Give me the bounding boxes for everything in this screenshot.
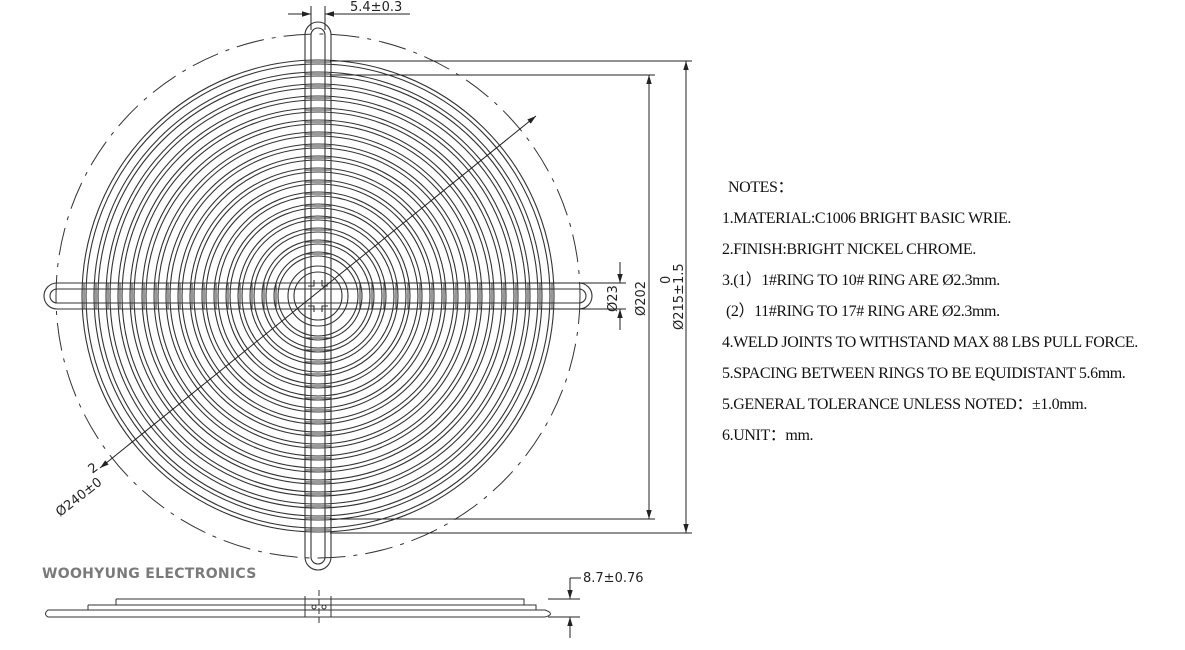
mount-diameter-tolerance: 2 [86,460,102,477]
guard-ring [129,107,507,485]
guard-ring [133,111,503,481]
depth-label: 8.7±0.76 [583,571,644,586]
guard-ring [141,119,495,473]
notes-title: NOTES： [728,179,794,196]
note-item: 4.WELD JOINTS TO WITHSTAND MAX 88 LBS PU… [722,334,1138,351]
note-item: 5.GENERAL TOLERANCE UNLESS NOTED：±1.0mm. [722,396,1087,413]
mounting-circle [55,33,581,559]
guard-ring [97,75,539,517]
guard-ring [145,123,491,469]
guard-ring [265,243,371,349]
extension-lines [330,60,692,534]
company-name: WOOHYUNG ELECTRONICS [42,566,257,582]
mount-diameter-label: Ø240±0 [53,475,105,520]
guard-ring [273,251,363,341]
guard-ring [217,195,419,397]
guard-ring [201,179,435,413]
guard-ring [241,219,395,373]
guard-ring [181,159,455,433]
note-item: (2）11#RING TO 17# RING ARE Ø2.3mm. [726,303,1000,320]
guard-ring [277,255,359,337]
guard-ring [109,87,527,505]
guard-ring [165,143,471,449]
outer-diameter-label: Ø215±1.5 [672,263,687,330]
guard-ring [153,131,483,461]
guard-ring [249,227,387,365]
note-item: 3.(1）1#RING TO 10# RING ARE Ø2.3mm. [722,272,1000,289]
guard-ring [93,71,543,521]
hub-diameter-label: Ø23 [606,285,621,312]
slot-width-dimension [288,6,410,30]
guard-ring [213,191,423,401]
horizontal-wire-bar [43,282,593,310]
slot-width-label: 5.4±0.3 [350,0,402,15]
guard-ring [193,171,443,421]
guard-ring [85,63,551,529]
guard-ring [81,59,555,533]
note-item: 1.MATERIAL:C1006 BRIGHT BASIC WRIE. [722,210,1011,227]
vertical-wire-bar [304,21,332,571]
guard-ring [253,231,383,361]
note-item: 6.UNIT：mm. [722,427,814,444]
depth-dimension [548,577,581,638]
guard-ring [177,155,459,437]
notes-block: NOTES： 1.MATERIAL:C1006 BRIGHT BASIC WRI… [722,176,1182,455]
guard-ring [229,207,407,385]
note-item: 5.SPACING BETWEEN RINGS TO BE EQUIDISTAN… [722,365,1126,382]
guard-rings [81,59,555,533]
outer-diameter-tolerance: 0 [659,276,674,284]
note-item: 2.FINISH:BRIGHT NICKEL CHROME. [722,241,976,258]
inner-diameter-label: Ø202 [634,281,649,316]
mount-diameter-leader [99,115,537,469]
guard-ring [121,99,515,493]
side-view [45,590,551,625]
guard-ring [261,239,375,353]
